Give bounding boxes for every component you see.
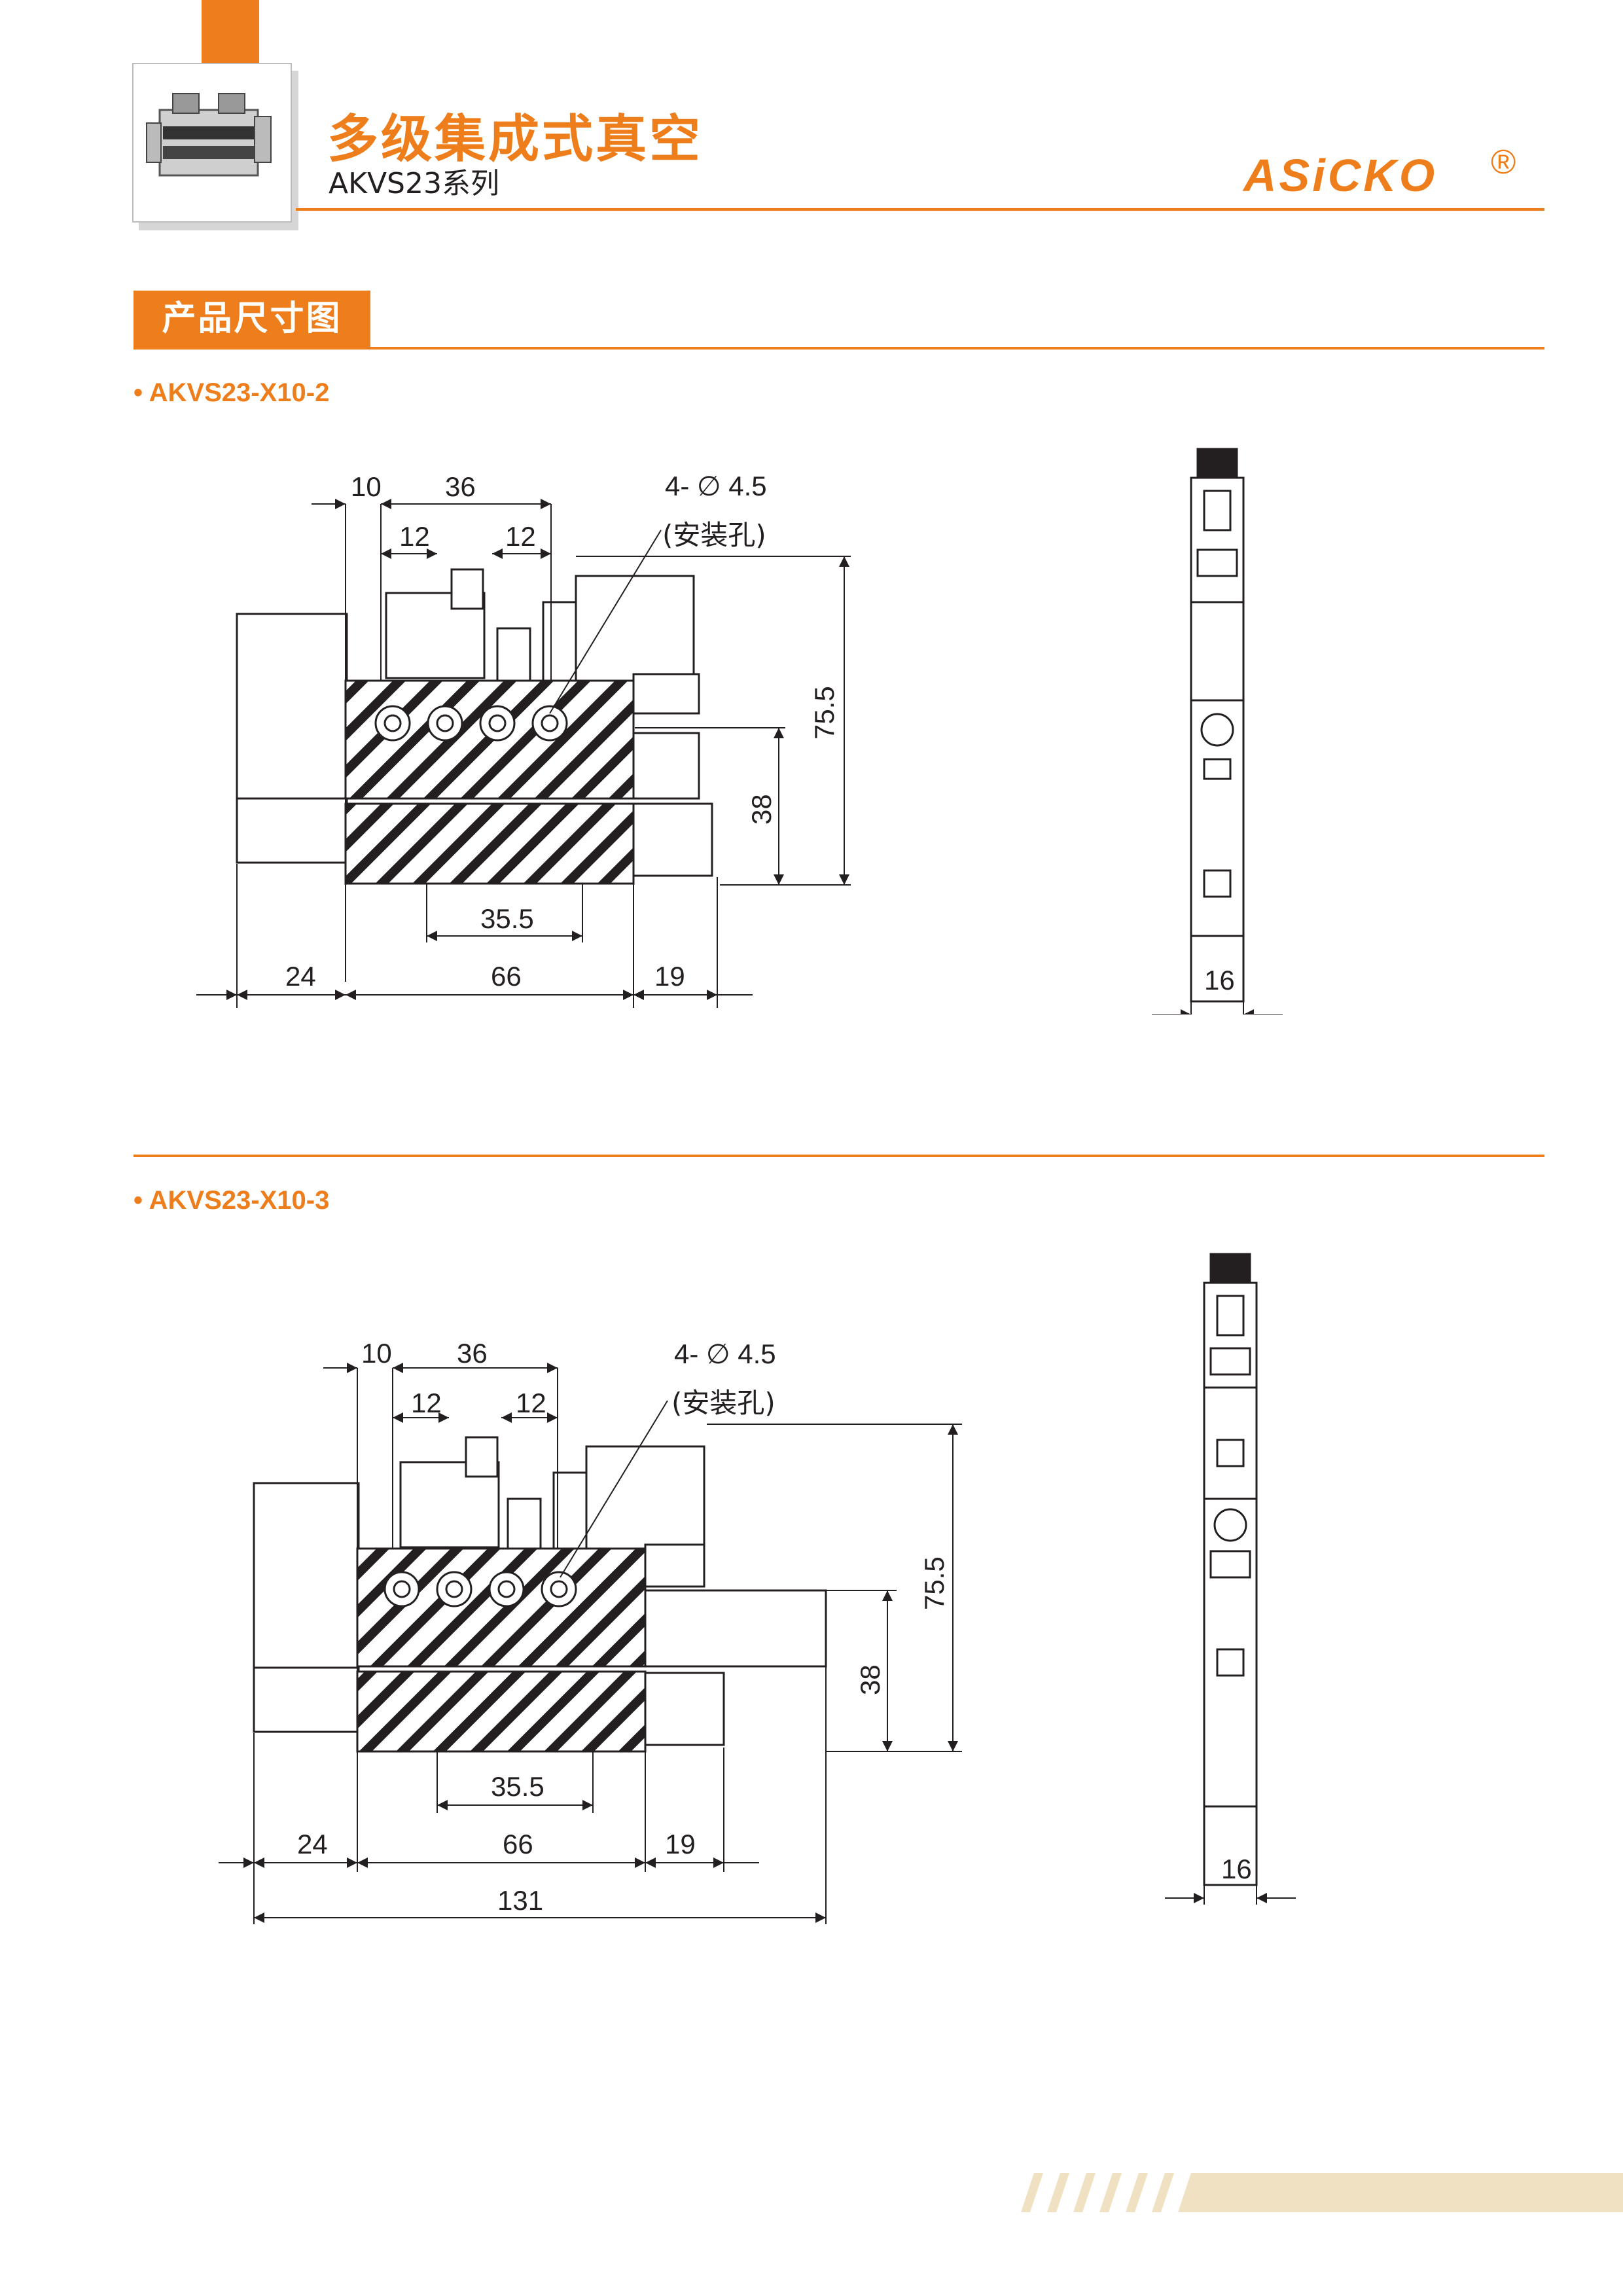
dim-height-base-2: 38 — [855, 1664, 885, 1695]
section-rule — [134, 347, 1544, 350]
dim-top-b-2: 36 — [457, 1338, 488, 1369]
dim-bottom-mid-2: 66 — [503, 1829, 533, 1859]
dim-top-a-2: 10 — [361, 1338, 392, 1369]
dim-pitch-1a: 12 — [399, 521, 430, 552]
dim-bottom-mid-1: 66 — [491, 961, 522, 992]
dim-bottom-right-1: 19 — [654, 961, 685, 992]
page-title: 多级集成式真空 — [327, 110, 704, 169]
side-view-2 — [1165, 1253, 1296, 1905]
dim-pitch-2a: 12 — [411, 1388, 442, 1418]
dim-base-span-1: 35.5 — [480, 903, 534, 934]
dim-bottom-right-2: 19 — [665, 1829, 696, 1859]
header-rule — [296, 208, 1544, 211]
dim-overall-2: 131 — [497, 1885, 544, 1916]
brand-logo: ASiCKO — [1243, 150, 1438, 201]
dim-base-span-2: 35.5 — [491, 1771, 544, 1802]
footer-stripes — [1021, 2173, 1623, 2212]
product-thumbnail — [132, 63, 292, 223]
hole-note-3: 4- ∅ 4.5 — [674, 1338, 776, 1369]
dim-side-width-2: 16 — [1221, 1854, 1252, 1884]
dim-side-width-1: 16 — [1204, 965, 1235, 996]
hole-note-2: (安装孔) — [662, 519, 766, 551]
page-subtitle: AKVS23系列 — [329, 167, 499, 200]
divider-rule — [134, 1155, 1544, 1157]
dim-top-b-1: 36 — [445, 471, 476, 502]
dim-height-total-2: 75.5 — [919, 1556, 950, 1610]
side-view-1 — [1152, 448, 1283, 1014]
hole-note-1: 4- ∅ 4.5 — [665, 471, 767, 501]
registered-mark: ® — [1491, 143, 1516, 181]
hole-note-4: (安装孔) — [671, 1387, 776, 1419]
header-tab-accent — [202, 0, 259, 65]
model-label-2: • AKVS23-X10-3 — [134, 1186, 330, 1215]
dim-bottom-left-1: 24 — [285, 961, 316, 992]
section-heading: 产品尺寸图 — [134, 291, 370, 347]
dim-pitch-1b: 12 — [505, 521, 536, 552]
product-thumbnail-image — [146, 93, 272, 177]
model-label-1: • AKVS23-X10-2 — [134, 378, 330, 407]
dim-top-a-1: 10 — [351, 471, 382, 502]
dim-pitch-2b: 12 — [516, 1388, 546, 1418]
dim-bottom-left-2: 24 — [297, 1829, 328, 1859]
